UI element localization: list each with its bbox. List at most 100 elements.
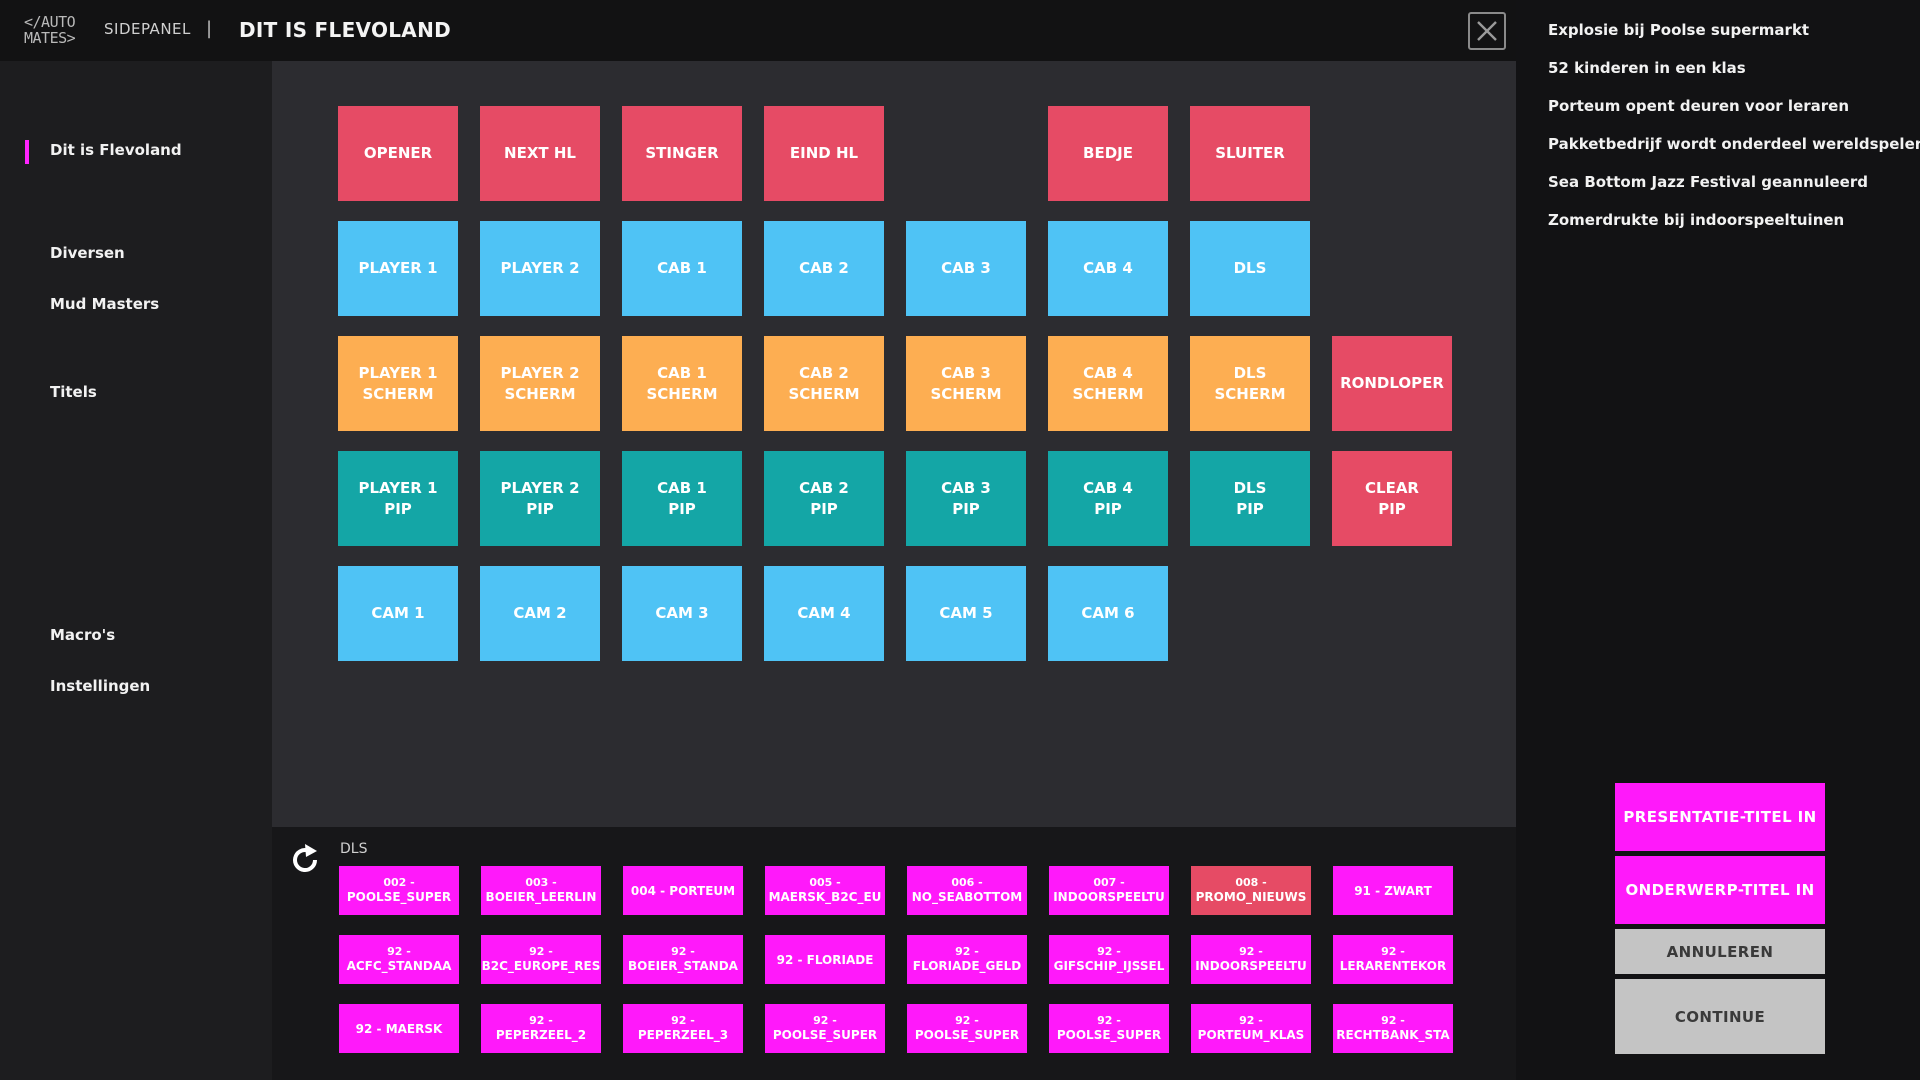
cam-2-button[interactable]: CAM 2 xyxy=(480,566,600,661)
active-nav-marker xyxy=(25,140,29,164)
cam-4-button[interactable]: CAM 4 xyxy=(764,566,884,661)
refresh-icon xyxy=(293,844,318,873)
dls-item-number: 92 - xyxy=(529,1014,553,1027)
dls-item-92-lerarentekor[interactable]: 92 -LERARENTEKOR xyxy=(1333,935,1453,984)
sluiter-button[interactable]: SLUITER xyxy=(1190,106,1310,201)
dls-item-label: ACFC_STANDAA xyxy=(346,959,452,973)
sidebar-item-dit-is-flevoland[interactable]: Dit is Flevoland xyxy=(50,141,182,159)
player-1-button[interactable]: PLAYER 1 xyxy=(338,221,458,316)
sidebar-item-mud-masters[interactable]: Mud Masters xyxy=(50,295,160,313)
bedje-button[interactable]: BEDJE xyxy=(1048,106,1168,201)
dls-item-label: FLORIADE_GELD xyxy=(912,959,1022,973)
sidepanel-label[interactable]: SIDEPANEL xyxy=(104,20,191,38)
dls-item-number: 008 - xyxy=(1235,876,1267,889)
dls-item-number: 92 - xyxy=(1097,1014,1121,1027)
dls-item-label: POOLSE_SUPER xyxy=(914,1028,1020,1042)
dls-item-92-gifschip-ijssel[interactable]: 92 -GIFSCHIP_IJSSEL xyxy=(1049,935,1169,984)
dls-item-92-poolse-super[interactable]: 92 -POOLSE_SUPER xyxy=(1049,1004,1169,1053)
dls-item-005-maersk-b2c-eu[interactable]: 005 -MAERSK_B2C_EU xyxy=(765,866,885,915)
news-item[interactable]: Porteum opent deuren voor leraren xyxy=(1548,97,1850,115)
news-item[interactable]: Explosie bij Poolse supermarkt xyxy=(1548,21,1810,39)
cam-3-button[interactable]: CAM 3 xyxy=(622,566,742,661)
stinger-button[interactable]: STINGER xyxy=(622,106,742,201)
cam-1-button[interactable]: CAM 1 xyxy=(338,566,458,661)
dls-item-92-porteum-klas[interactable]: 92 -PORTEUM_KLAS xyxy=(1191,1004,1311,1053)
dls-item-008-promo-nieuws[interactable]: 008 -PROMO_NIEUWS xyxy=(1191,866,1311,915)
dls-item-006-no-seabottom[interactable]: 006 -NO_SEABOTTOM xyxy=(907,866,1027,915)
close-button[interactable] xyxy=(1468,12,1506,50)
cab-2-button[interactable]: CAB 2 xyxy=(764,221,884,316)
dls-item-92-floriade-geld[interactable]: 92 -FLORIADE_GELD xyxy=(907,935,1027,984)
player-2-pip-button[interactable]: PLAYER 2 PIP xyxy=(480,451,600,546)
cab-3-button[interactable]: CAB 3 xyxy=(906,221,1026,316)
cab-4-scherm-button[interactable]: CAB 4 SCHERM xyxy=(1048,336,1168,431)
cab-3-scherm-button[interactable]: CAB 3 SCHERM xyxy=(906,336,1026,431)
dls-pip-button[interactable]: DLS PIP xyxy=(1190,451,1310,546)
cab-2-scherm-button[interactable]: CAB 2 SCHERM xyxy=(764,336,884,431)
dls-scherm-button[interactable]: DLS SCHERM xyxy=(1190,336,1310,431)
header-bar: </AUTO MATES> SIDEPANEL | DIT IS FLEVOLA… xyxy=(0,0,1516,61)
dls-item-label: POOLSE_SUPER xyxy=(1056,1028,1162,1042)
dls-item-007-indoorspeeltu[interactable]: 007 -INDOORSPEELTU xyxy=(1049,866,1169,915)
dls-item-91-zwart[interactable]: 91 - ZWART xyxy=(1333,866,1453,915)
continue-button[interactable]: CONTINUE xyxy=(1615,979,1825,1054)
dls-item-92-acfc-standaa[interactable]: 92 -ACFC_STANDAA xyxy=(339,935,459,984)
rondloper-button[interactable]: RONDLOPER xyxy=(1332,336,1452,431)
cab-4-pip-button[interactable]: CAB 4 PIP xyxy=(1048,451,1168,546)
player-2-scherm-button[interactable]: PLAYER 2 SCHERM xyxy=(480,336,600,431)
dls-item-label: BOEIER_STANDA xyxy=(628,959,738,973)
dls-button[interactable]: DLS xyxy=(1190,221,1310,316)
dls-item-92-poolse-super[interactable]: 92 -POOLSE_SUPER xyxy=(907,1004,1027,1053)
presentatie-titel-in-button[interactable]: PRESENTATIE-TITEL IN xyxy=(1615,783,1825,851)
annuleren-button[interactable]: ANNULEREN xyxy=(1615,929,1825,974)
sidebar-item-macros[interactable]: Macro's xyxy=(50,626,116,644)
cam-6-button[interactable]: CAM 6 xyxy=(1048,566,1168,661)
dls-item-92-maersk[interactable]: 92 - MAERSK xyxy=(339,1004,459,1053)
sidebar-item-titels[interactable]: Titels xyxy=(50,383,97,401)
refresh-button[interactable] xyxy=(288,843,322,877)
player-1-pip-button[interactable]: PLAYER 1 PIP xyxy=(338,451,458,546)
cab-1-pip-button[interactable]: CAB 1 PIP xyxy=(622,451,742,546)
news-item[interactable]: Pakketbedrijf wordt onderdeel wereldspel… xyxy=(1548,135,1920,153)
cab-1-scherm-button[interactable]: CAB 1 SCHERM xyxy=(622,336,742,431)
cab-1-button[interactable]: CAB 1 xyxy=(622,221,742,316)
dls-item-label: PEPERZEEL_2 xyxy=(495,1028,587,1042)
dls-item-label: LERARENTEKOR xyxy=(1339,959,1447,973)
dls-item-label: 92 - FLORIADE xyxy=(776,952,874,967)
player-2-button[interactable]: PLAYER 2 xyxy=(480,221,600,316)
dls-item-label: POOLSE_SUPER xyxy=(346,890,452,904)
onderwerp-titel-in-button[interactable]: ONDERWERP-TITEL IN xyxy=(1615,856,1825,924)
player-1-scherm-button[interactable]: PLAYER 1 SCHERM xyxy=(338,336,458,431)
cam-5-button[interactable]: CAM 5 xyxy=(906,566,1026,661)
dls-item-92-floriade[interactable]: 92 - FLORIADE xyxy=(765,935,885,984)
dls-item-002-poolse-super[interactable]: 002 -POOLSE_SUPER xyxy=(339,866,459,915)
dls-item-92-b2c-europe-res[interactable]: 92 -B2C_EUROPE_RES xyxy=(481,935,601,984)
dls-item-label: PORTEUM_KLAS xyxy=(1197,1028,1305,1042)
news-item[interactable]: Zomerdrukte bij indoorspeeltuinen xyxy=(1548,211,1845,229)
dls-item-004-porteum[interactable]: 004 - PORTEUM xyxy=(623,866,743,915)
clear-pip-button[interactable]: CLEAR PIP xyxy=(1332,451,1452,546)
dls-item-92-peperzeel-2[interactable]: 92 -PEPERZEEL_2 xyxy=(481,1004,601,1053)
opener-button[interactable]: OPENER xyxy=(338,106,458,201)
dls-item-92-peperzeel-3[interactable]: 92 -PEPERZEEL_3 xyxy=(623,1004,743,1053)
dls-item-92-poolse-super[interactable]: 92 -POOLSE_SUPER xyxy=(765,1004,885,1053)
sidebar-item-diversen[interactable]: Diversen xyxy=(50,244,125,262)
dls-item-003-boeier-leerlin[interactable]: 003 -BOEIER_LEERLIN xyxy=(481,866,601,915)
cab-4-button[interactable]: CAB 4 xyxy=(1048,221,1168,316)
dls-item-92-rechtbank-sta[interactable]: 92 -RECHTBANK_STA xyxy=(1333,1004,1453,1053)
dls-item-92-indoorspeeltu[interactable]: 92 -INDOORSPEELTU xyxy=(1191,935,1311,984)
dls-item-number: 92 - xyxy=(955,1014,979,1027)
next-hl-button[interactable]: NEXT HL xyxy=(480,106,600,201)
dls-item-label: GIFSCHIP_IJSSEL xyxy=(1053,959,1165,973)
cab-3-pip-button[interactable]: CAB 3 PIP xyxy=(906,451,1026,546)
news-item[interactable]: Sea Bottom Jazz Festival geannuleerd xyxy=(1548,173,1868,191)
dls-item-92-boeier-standa[interactable]: 92 -BOEIER_STANDA xyxy=(623,935,743,984)
news-item[interactable]: 52 kinderen in een klas xyxy=(1548,59,1746,77)
cab-2-pip-button[interactable]: CAB 2 PIP xyxy=(764,451,884,546)
dls-item-number: 003 - xyxy=(525,876,557,889)
eind-hl-button[interactable]: EIND HL xyxy=(764,106,884,201)
dls-item-number: 92 - xyxy=(1381,1014,1405,1027)
sidebar-item-instellingen[interactable]: Instellingen xyxy=(50,677,151,695)
